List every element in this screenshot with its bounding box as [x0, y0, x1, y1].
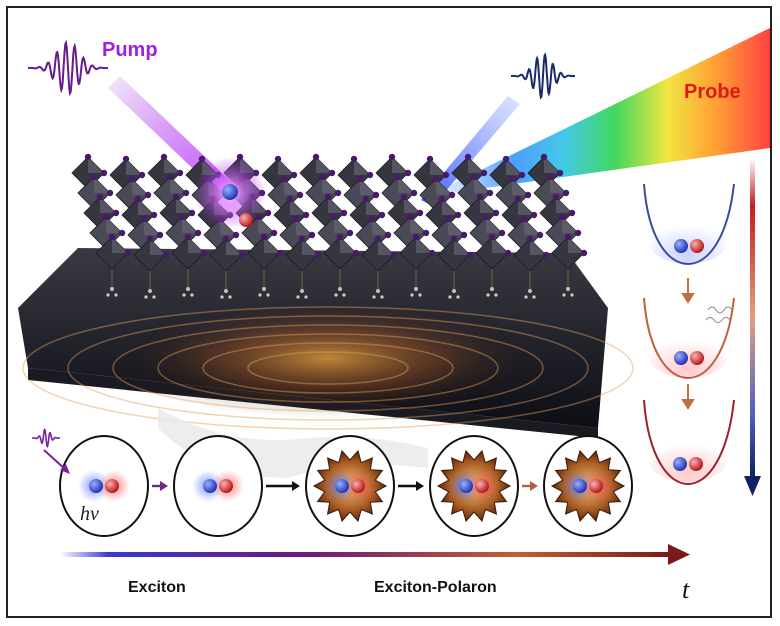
- exciton-electron-icon: [89, 479, 103, 493]
- exciton-electron-icon: [674, 239, 688, 253]
- potential-well-icon: [643, 297, 735, 380]
- exciton-hole-icon: [589, 479, 603, 493]
- pump-pulse-icon: [32, 428, 60, 448]
- phonon-wave-icon: [22, 306, 634, 430]
- exciton-hole-icon: [690, 351, 704, 365]
- time-label: t: [682, 575, 690, 604]
- exciton-hole-icon: [689, 457, 703, 471]
- photon-energy-label: hv: [80, 503, 99, 525]
- excited-electron-icon: [222, 184, 238, 200]
- substrate-slab: [18, 248, 634, 478]
- exciton-evolution-row: [59, 435, 633, 537]
- excited-hole-icon: [239, 213, 253, 227]
- exciton-electron-icon: [673, 457, 687, 471]
- pump-pulse-icon: [28, 39, 108, 97]
- probe-rainbow-beam: [428, 28, 770, 196]
- potential-well-stage-2: [643, 297, 735, 380]
- exciton-electron-icon: [674, 351, 688, 365]
- figure-frame: Pump Probe: [6, 6, 772, 618]
- exciton-state-1: [59, 435, 149, 537]
- exciton-hole-icon: [351, 479, 365, 493]
- exciton-hole-icon: [219, 479, 233, 493]
- pump-arrow: [43, 449, 67, 471]
- potential-well-stage-3: [643, 399, 735, 486]
- exciton-state-2: [173, 435, 263, 537]
- exciton-electron-icon: [203, 479, 217, 493]
- phonon-squiggle-icon: [707, 306, 733, 314]
- exciton-state-3: [305, 435, 395, 537]
- probe-beam: [421, 96, 520, 206]
- vertical-time-arrow: [744, 158, 761, 496]
- exciton-polaron-label: Exciton-Polaron: [374, 579, 497, 596]
- diagram-canvas: Pump Probe: [18, 28, 770, 604]
- probe-label: Probe: [684, 81, 741, 103]
- exciton-state-4: [429, 435, 519, 537]
- exciton-state-5: [543, 435, 633, 537]
- exciton-electron-icon: [335, 479, 349, 493]
- potential-well-stage-1: [643, 183, 735, 266]
- exciton-hole-icon: [690, 239, 704, 253]
- exciton-hole-icon: [105, 479, 119, 493]
- exciton-electron-icon: [573, 479, 587, 493]
- probe-pulse-icon: [511, 52, 575, 100]
- potential-well-icon: [643, 399, 735, 486]
- exciton-electron-icon: [459, 479, 473, 493]
- pump-label: Pump: [102, 39, 158, 61]
- exciton-hole-icon: [475, 479, 489, 493]
- well-transition-arrows: [681, 278, 695, 410]
- time-arrow-icon: [60, 544, 690, 565]
- potential-well-icon: [643, 183, 735, 266]
- exciton-label: Exciton: [128, 579, 186, 596]
